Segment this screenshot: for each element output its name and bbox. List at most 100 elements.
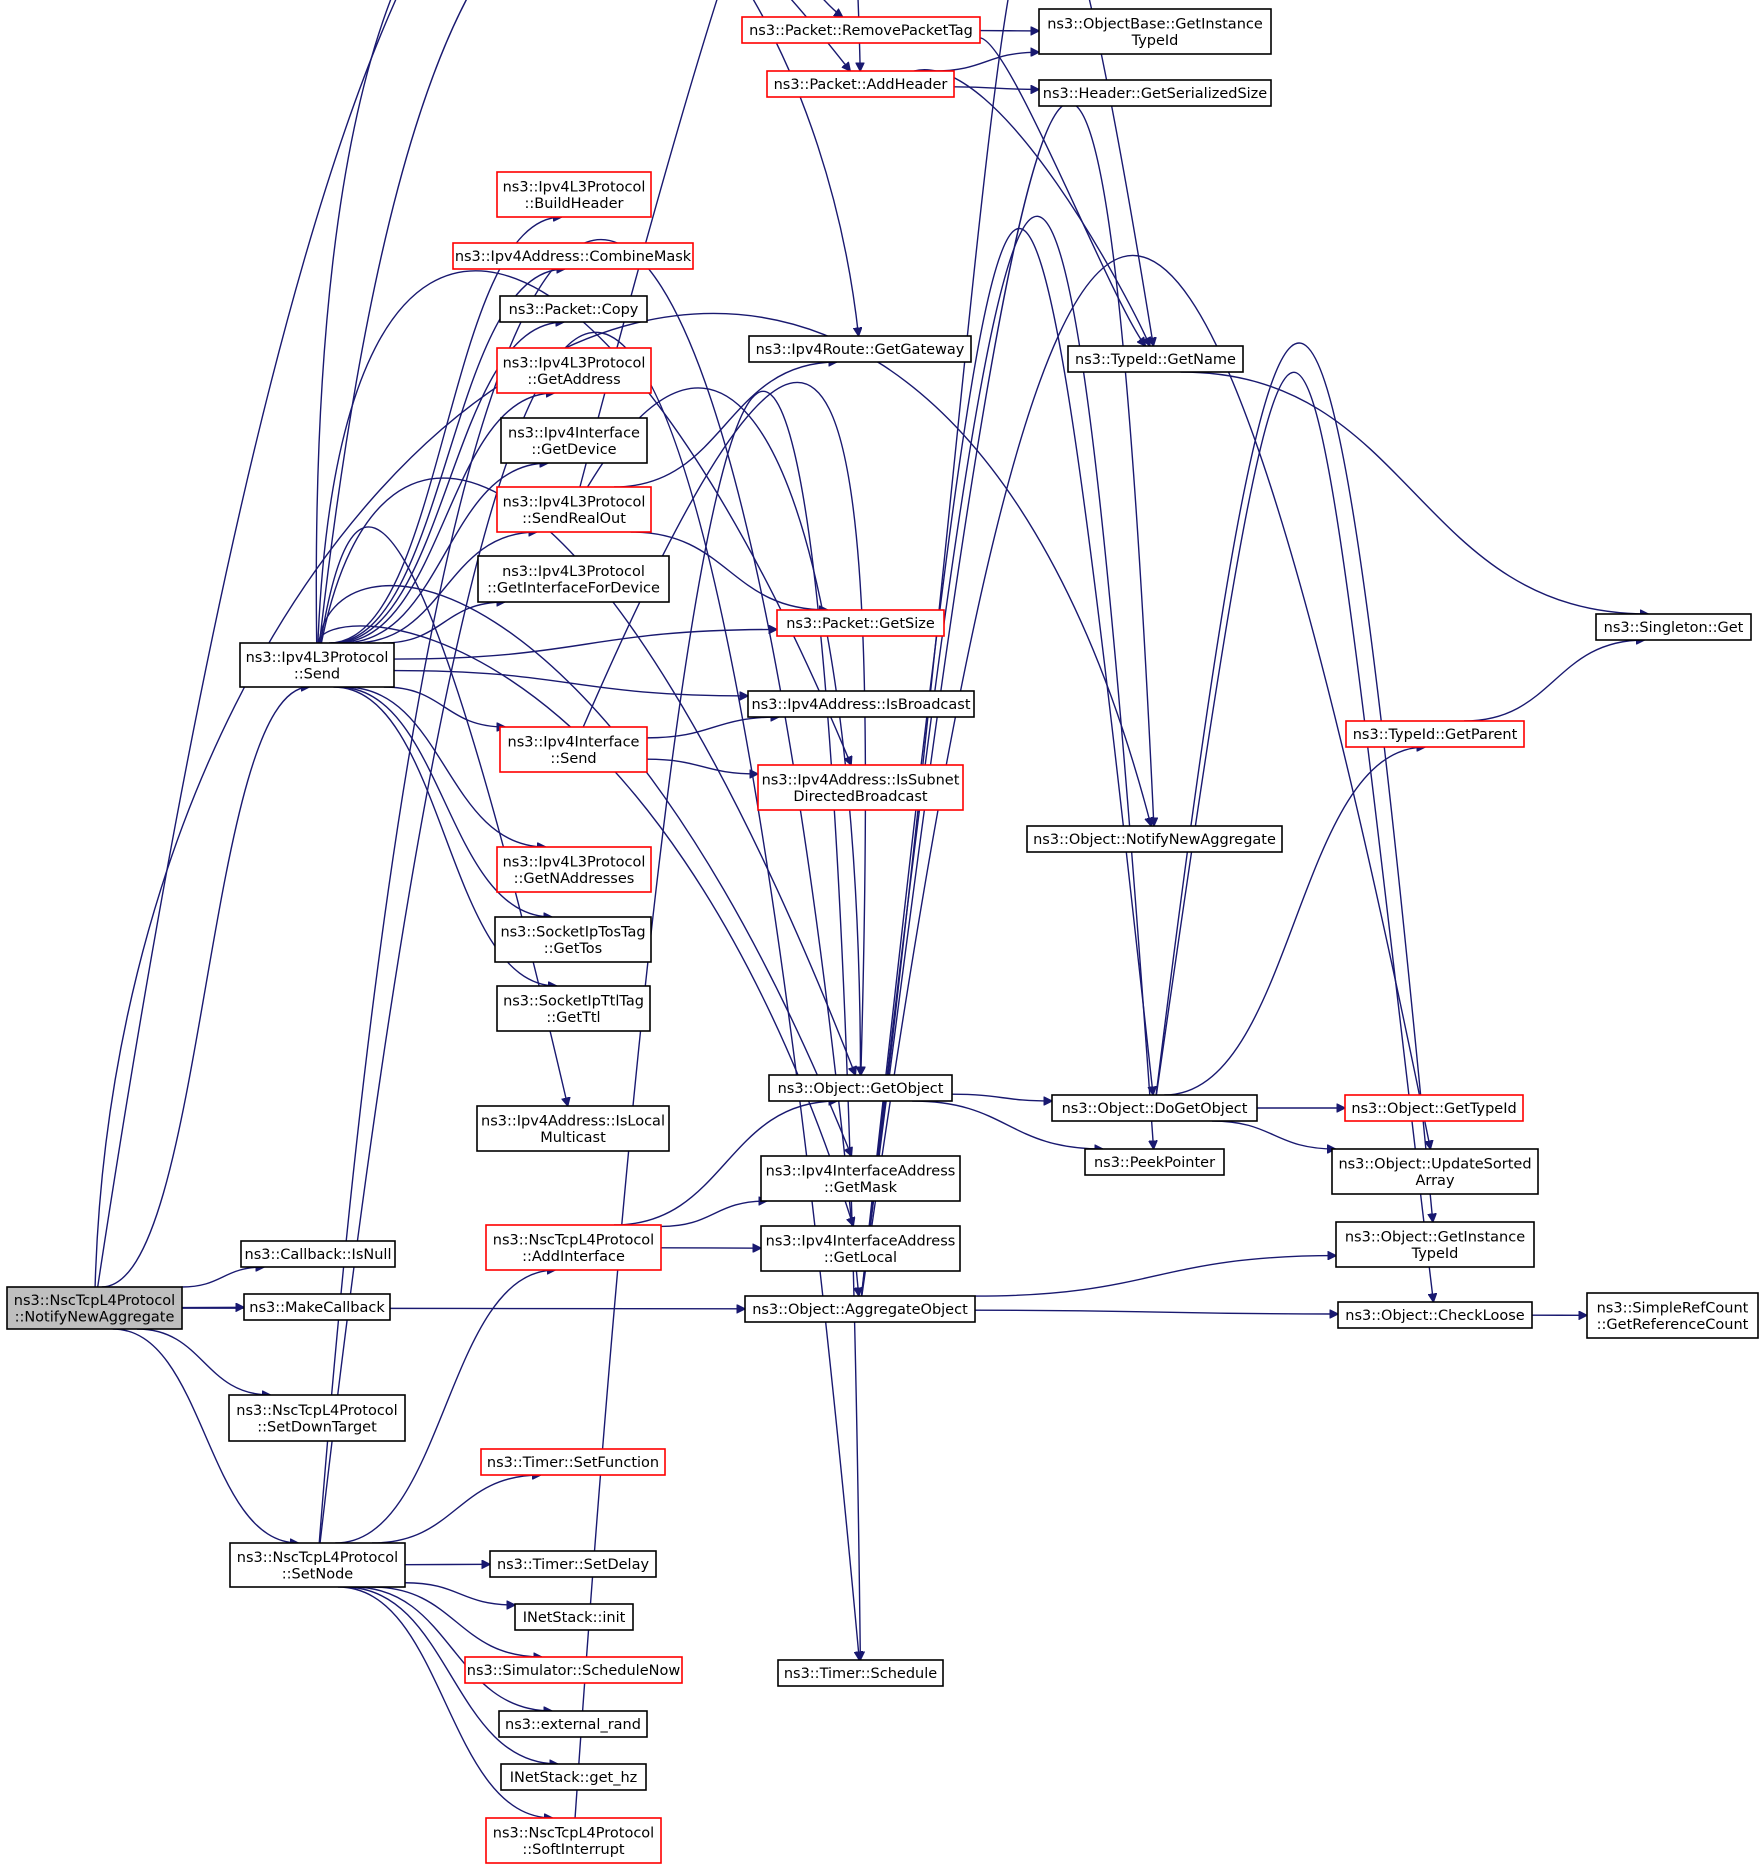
node-label: ns3::Packet::AddHeader: [774, 77, 948, 93]
edge-aggregate-to-checkloose: [974, 1310, 1338, 1314]
node-ipv4-send[interactable]: ns3::Ipv4L3Protocol::Send: [239, 642, 395, 688]
node-box: [748, 335, 972, 363]
node-box: [240, 1240, 396, 1268]
edge-dogetobject-to-updsorted: [1211, 1120, 1336, 1149]
node-box: [477, 555, 670, 603]
node-refcount[interactable]: ns3::SimpleRefCount::GetReferenceCount: [1586, 1292, 1759, 1339]
edge-dogetobject-to-obj_getinst: [1155, 342, 1433, 1222]
node-label: ns3::ObjectBase::GetInstance: [1047, 16, 1263, 32]
edge-ipv4_send-to-issubnet: [317, 270, 851, 765]
node-box: [1038, 8, 1272, 55]
node-label: ns3::Object::UpdateSorted: [1338, 1156, 1531, 1172]
edge-root-to-cb_isnull: [181, 1267, 264, 1288]
node-issubnet[interactable]: ns3::Ipv4Address::IsSubnetDirectedBroadc…: [757, 764, 964, 811]
node-addheader[interactable]: ns3::Packet::AddHeader: [766, 70, 955, 98]
node-getdevice[interactable]: ns3::Ipv4Interface::GetDevice: [500, 417, 648, 464]
node-inetinit[interactable]: INetStack::init: [514, 1603, 634, 1631]
node-box: [496, 171, 652, 218]
node-setnode[interactable]: ns3::NscTcpL4Protocol::SetNode: [229, 1542, 406, 1588]
node-makecb[interactable]: ns3::MakeCallback: [243, 1293, 391, 1321]
node-box: [489, 1550, 657, 1578]
node-typeid-getname[interactable]: ns3::TypeId::GetName: [1067, 345, 1244, 373]
node-getiffordev[interactable]: ns3::Ipv4L3Protocol::GetInterfaceForDevi…: [477, 555, 670, 603]
node-schednow[interactable]: ns3::Simulator::ScheduleNow: [464, 1656, 683, 1684]
node-box: [485, 1817, 662, 1864]
edge-sendrealout-to-getgateway: [614, 362, 837, 488]
node-cb-isnull[interactable]: ns3::Callback::IsNull: [240, 1240, 396, 1268]
node-box: [476, 1105, 670, 1152]
node-gettos[interactable]: ns3::SocketIpTosTag::GetTos: [494, 916, 652, 963]
node-setdown[interactable]: ns3::NscTcpL4Protocol::SetDownTarget: [228, 1394, 406, 1442]
node-gethz[interactable]: INetStack::get_hz: [500, 1763, 647, 1791]
node-getobject[interactable]: ns3::Object::GetObject: [768, 1074, 953, 1102]
node-box: [1038, 79, 1272, 107]
edge-ipv4_send-to-getdevice: [342, 463, 548, 644]
node-box: [768, 1074, 953, 1102]
node-setdelay[interactable]: ns3::Timer::SetDelay: [489, 1550, 657, 1578]
node-addinterface[interactable]: ns3::NscTcpL4Protocol::AddInterface: [485, 1224, 662, 1271]
node-label: ns3::Ipv4Route::GetGateway: [756, 342, 965, 358]
node-sendrealout[interactable]: ns3::Ipv4L3Protocol::SendRealOut: [496, 486, 652, 533]
node-aggregate[interactable]: ns3::Object::AggregateObject: [744, 1295, 976, 1323]
node-box: [1026, 825, 1283, 853]
node-singleton[interactable]: ns3::Singleton::Get: [1595, 613, 1752, 641]
node-box: [1345, 720, 1525, 748]
node-label: ns3::PeekPointer: [1094, 1155, 1215, 1171]
edge-ipv4_send-to-addheader: [318, 0, 850, 644]
node-softint[interactable]: ns3::NscTcpL4Protocol::SoftInterrupt: [485, 1817, 662, 1864]
node-timersched[interactable]: ns3::Timer::Schedule: [777, 1659, 944, 1687]
node-getttl[interactable]: ns3::SocketIpTtlTag::GetTtl: [496, 985, 651, 1032]
node-getsize[interactable]: ns3::Packet::GetSize: [776, 609, 945, 637]
node-getaddress[interactable]: ns3::Ipv4L3Protocol::GetAddress: [496, 347, 652, 394]
edge-root-to-ipv4_send: [101, 687, 310, 1288]
edge-addheader-to-hdr_getsize: [953, 87, 1039, 90]
node-box: [1344, 1094, 1524, 1122]
node-combinemask[interactable]: ns3::Ipv4Address::CombineMask: [452, 242, 694, 270]
node-isbcast[interactable]: ns3::Ipv4Address::IsBroadcast: [747, 690, 975, 718]
node-label: ns3::Ipv4L3Protocol: [503, 494, 646, 510]
node-peekptr[interactable]: ns3::PeekPointer: [1084, 1148, 1225, 1176]
node-buildheader[interactable]: ns3::Ipv4L3Protocol::BuildHeader: [496, 171, 652, 218]
node-label: ns3::NscTcpL4Protocol: [14, 1293, 175, 1309]
node-getlocal[interactable]: ns3::Ipv4InterfaceAddress::GetLocal: [760, 1225, 961, 1272]
node-box: [760, 1155, 961, 1202]
edge-addheader-to-typeid_getname: [913, 69, 1150, 346]
node-getparent[interactable]: ns3::TypeId::GetParent: [1345, 720, 1525, 748]
node-extrand[interactable]: ns3::external_rand: [498, 1710, 648, 1738]
node-dogetobject[interactable]: ns3::Object::DoGetObject: [1051, 1094, 1258, 1122]
node-label: TypeId: [1131, 33, 1179, 49]
node-rmtag[interactable]: ns3::Packet::RemovePacketTag: [741, 16, 981, 44]
node-box: [741, 16, 981, 44]
node-label: ::SoftInterrupt: [522, 1842, 625, 1858]
edges-layer: [94, 0, 1648, 1818]
node-getnaddr[interactable]: ns3::Ipv4L3Protocol::GetNAddresses: [496, 846, 652, 893]
node-box: [496, 846, 652, 893]
node-getmask[interactable]: ns3::Ipv4InterfaceAddress::GetMask: [760, 1155, 961, 1202]
node-hdr-getsize[interactable]: ns3::Header::GetSerializedSize: [1038, 79, 1272, 107]
node-box: [1084, 1148, 1225, 1176]
node-getgateway[interactable]: ns3::Ipv4Route::GetGateway: [748, 335, 972, 363]
node-checkloose[interactable]: ns3::Object::CheckLoose: [1337, 1301, 1533, 1329]
node-obj-gettypeid[interactable]: ns3::Object::GetTypeId: [1344, 1094, 1524, 1122]
node-root[interactable]: ns3::NscTcpL4Protocol::NotifyNewAggregat…: [6, 1286, 183, 1330]
node-label: ns3::Ipv4L3Protocol: [246, 650, 389, 666]
node-label: ::GetAddress: [527, 372, 620, 388]
node-obj-notify[interactable]: ns3::Object::NotifyNewAggregate: [1026, 825, 1283, 853]
edge-ipv4_send-to-buildheader: [329, 217, 562, 644]
node-pkt-copy[interactable]: ns3::Packet::Copy: [499, 295, 648, 323]
node-setfunction[interactable]: ns3::Timer::SetFunction: [480, 1448, 666, 1476]
edge-aggregate-to-peekptr: [860, 215, 1153, 1297]
node-box: [1331, 1148, 1539, 1195]
node-box: [1337, 1301, 1533, 1329]
node-ipv4if-send[interactable]: ns3::Ipv4Interface::Send: [499, 726, 648, 773]
node-label: ns3::MakeCallback: [249, 1300, 385, 1316]
node-label: INetStack::get_hz: [510, 1770, 638, 1786]
edge-setnode-to-extrand: [352, 1586, 552, 1711]
node-label: ::GetTos: [544, 941, 602, 957]
node-label: ns3::Timer::SetFunction: [487, 1455, 659, 1471]
node-label: ns3::Object::AggregateObject: [752, 1302, 968, 1318]
